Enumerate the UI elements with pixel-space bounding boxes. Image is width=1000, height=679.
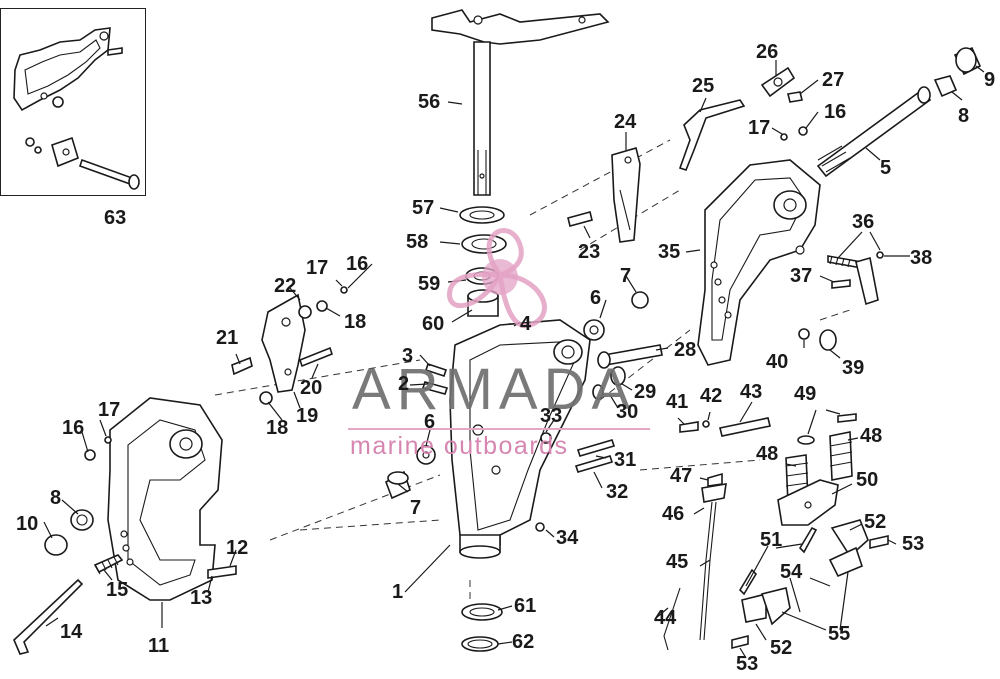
callout-label: 17 — [748, 117, 771, 139]
callout-label: 7 — [410, 497, 422, 519]
callout-label: 27 — [822, 69, 845, 91]
callout-label: 14 — [60, 621, 83, 643]
callout-label: 58 — [406, 231, 429, 253]
propeller-logo-icon — [447, 228, 547, 329]
assembly-dash-lines — [214, 139, 851, 600]
callout-label: 16 — [346, 253, 369, 275]
callout-label: 56 — [418, 91, 441, 113]
callout-label: 18 — [344, 311, 367, 333]
callout-label: 7 — [620, 265, 632, 287]
callout-label: 54 — [780, 561, 803, 583]
callout-label: 3 — [402, 345, 414, 367]
callout-label: 17 — [306, 257, 329, 279]
callout-label: 51 — [760, 529, 783, 551]
callout-label: 18 — [266, 417, 289, 439]
callout-label: 48 — [860, 425, 883, 447]
tilt-lever-parts — [567, 66, 884, 351]
callout-label: 12 — [226, 537, 249, 559]
callout-label: 53 — [902, 533, 925, 555]
callout-label: 33 — [540, 405, 563, 427]
callout-label: 36 — [852, 211, 875, 233]
callout-label: 22 — [274, 275, 297, 297]
callout-label: 8 — [958, 105, 970, 127]
callout-label: 6 — [424, 411, 436, 433]
callout-label: 5 — [880, 157, 892, 179]
callout-label: 59 — [418, 273, 441, 295]
callout-label: 62 — [512, 631, 535, 653]
callout-label: 20 — [300, 377, 323, 399]
callout-label: 34 — [556, 527, 579, 549]
callout-label: 43 — [740, 381, 763, 403]
callout-label: 39 — [842, 357, 865, 379]
callout-label: 55 — [828, 623, 851, 645]
callout-label: 4 — [520, 313, 532, 335]
callout-label: 48 — [756, 443, 779, 465]
callout-label: 63 — [104, 207, 127, 229]
callout-label: 32 — [606, 481, 629, 503]
callout-label: 52 — [770, 637, 793, 659]
callout-label: 9 — [984, 69, 996, 91]
callout-label: 25 — [692, 75, 715, 97]
callout-label: 38 — [910, 247, 933, 269]
inset-frame — [0, 8, 146, 196]
callout-label: 30 — [616, 401, 639, 423]
callout-label: 42 — [700, 385, 723, 407]
callout-label: 47 — [670, 465, 693, 487]
watermark-brand: ARMADA — [352, 357, 637, 422]
watermark-tagline: marine outboards — [350, 432, 569, 460]
swivel-small-parts — [385, 344, 663, 652]
callout-label: 19 — [296, 405, 319, 427]
callout-label: 60 — [422, 313, 445, 335]
callout-label: 2 — [398, 373, 410, 395]
callout-label: 29 — [634, 381, 657, 403]
callout-label: 46 — [662, 503, 685, 525]
callout-label: 57 — [412, 197, 435, 219]
callout-label: 21 — [216, 327, 239, 349]
steering-arm-56 — [431, 9, 610, 196]
callout-label: 26 — [756, 41, 779, 63]
callout-label: 16 — [824, 101, 847, 123]
callout-label: 23 — [578, 241, 601, 263]
callout-label: 17 — [98, 399, 121, 421]
trim-plate-19 — [231, 286, 348, 405]
callout-label: 45 — [666, 551, 689, 573]
callout-label: 49 — [794, 383, 817, 405]
callout-label: 1 — [392, 581, 404, 603]
callout-label: 6 — [590, 287, 602, 309]
callout-label: 41 — [666, 391, 689, 413]
callout-label: 24 — [614, 111, 637, 133]
left-clamp-bracket-11 — [13, 397, 237, 655]
callout-label: 37 — [790, 265, 813, 287]
tilt-tube-5 — [816, 46, 982, 178]
callout-label: 31 — [614, 449, 637, 471]
right-clamp-bracket-35 — [697, 159, 821, 366]
callout-label: 8 — [50, 487, 62, 509]
watermark-rule — [348, 428, 650, 430]
callout-label: 40 — [766, 351, 789, 373]
callout-label: 50 — [856, 469, 879, 491]
callout-label: 16 — [62, 417, 85, 439]
swivel-bracket-1 — [449, 319, 591, 559]
inset-parts — [13, 27, 140, 190]
callout-label: 53 — [736, 653, 759, 675]
callout-label: 10 — [16, 513, 39, 535]
callout-label: 61 — [514, 595, 537, 617]
callout-label: 44 — [654, 607, 677, 629]
callout-label: 28 — [674, 339, 697, 361]
callout-label: 15 — [106, 579, 129, 601]
callout-label: 52 — [864, 511, 887, 533]
callout-label: 35 — [658, 241, 681, 263]
callout-label: 11 — [148, 635, 170, 657]
callout-label: 13 — [190, 587, 213, 609]
